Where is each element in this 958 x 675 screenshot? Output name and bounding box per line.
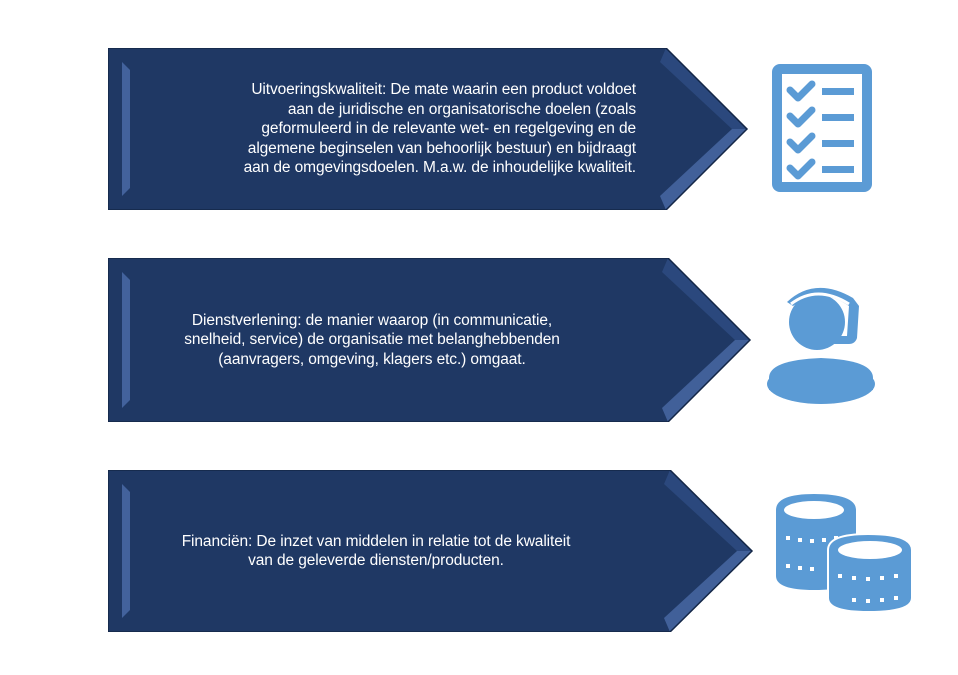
text-line: van de geleverde diensten/producten. [248, 552, 504, 569]
customer-service-headset-icon [767, 287, 875, 404]
arrow-text: Uitvoeringskwaliteit: De mate waarin een… [128, 48, 636, 210]
arrow-pentagon-shape [108, 470, 754, 632]
text-line: aan de omgevingsdoelen. M.a.w. de inhoud… [243, 159, 636, 177]
text-line: aan de juridische en organisatorische do… [287, 100, 636, 118]
text-line: Financiën: De inzet van middelen in rela… [181, 532, 571, 550]
text-line: snelheid, service) de organisatie met be… [184, 331, 560, 349]
arrow-shape: Dienstverlening: de manier waarop (in co… [108, 258, 752, 422]
text-line: (aanvragers, omgeving, klagers etc.) omg… [218, 350, 526, 368]
text-line: Dienstverlening: de manier waarop (in co… [191, 311, 553, 329]
arrow-pentagon-shape [108, 48, 749, 210]
arrow-shape: Financiën: De inzet van middelen in rela… [108, 470, 754, 632]
coins-icon [776, 494, 913, 614]
arrow-text: Dienstverlening: de manier waarop (in co… [122, 258, 622, 422]
text-line: geformuleerd in de relevante wet- en reg… [261, 120, 636, 138]
checklist-icon [772, 64, 872, 192]
arrow-text: Financiën: De inzet van middelen in rela… [126, 470, 626, 632]
text-line: algemene beginselen van behoorlijk bestu… [247, 139, 636, 157]
arrow-shape: Uitvoeringskwaliteit: De mate waarin een… [108, 48, 752, 210]
text-line: Uitvoeringskwaliteit: De mate waarin een… [251, 81, 636, 99]
arrow-pentagon-shape [108, 258, 752, 422]
